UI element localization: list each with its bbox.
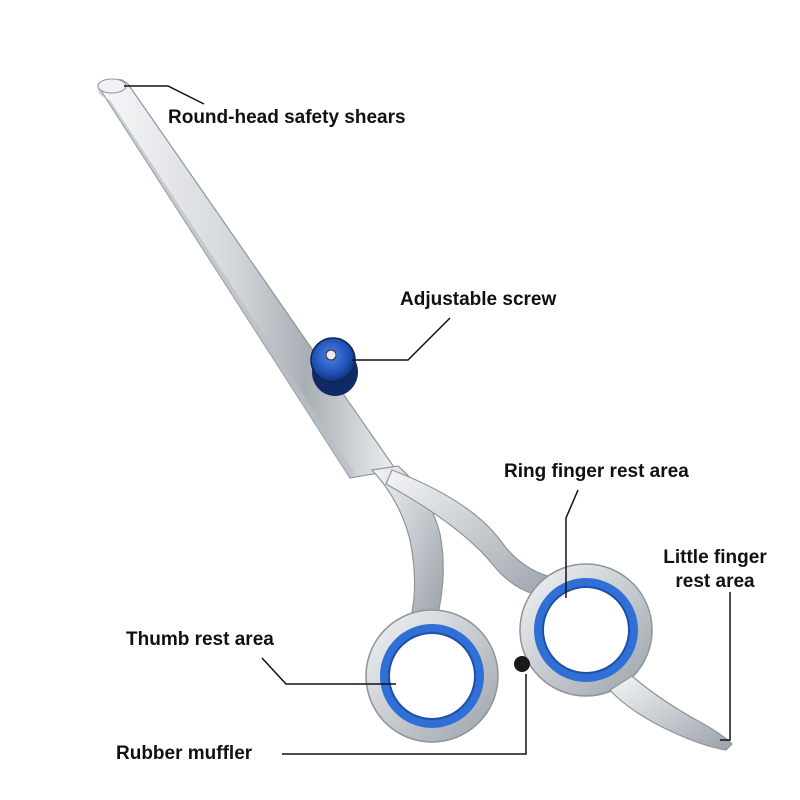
label-rubber-muffler: Rubber muffler bbox=[116, 743, 253, 764]
blade bbox=[97, 78, 398, 479]
leader-thumb bbox=[261, 657, 396, 685]
adjustable-screw bbox=[310, 337, 358, 396]
label-adjustable-screw: Adjustable screw bbox=[400, 289, 557, 310]
leader-round-head bbox=[124, 85, 205, 105]
label-little-finger-line1: Little finger bbox=[663, 547, 767, 568]
label-thumb: Thumb rest area bbox=[126, 629, 274, 650]
leader-ring-finger bbox=[565, 489, 579, 598]
leader-screw bbox=[352, 317, 451, 361]
finger-handle bbox=[385, 469, 733, 751]
label-little-finger-line2: rest area bbox=[675, 570, 755, 592]
rubber-muffler bbox=[514, 656, 530, 672]
leader-lines bbox=[124, 85, 731, 755]
finger-tang bbox=[609, 675, 733, 751]
label-round-head: Round-head safety shears bbox=[168, 107, 406, 128]
label-ring-finger: Ring finger rest area bbox=[504, 461, 689, 482]
label-little-finger: Little finger rest area bbox=[640, 546, 790, 594]
leader-rubber bbox=[282, 674, 527, 755]
leader-little-finger bbox=[720, 592, 731, 741]
round-tip bbox=[97, 78, 127, 94]
